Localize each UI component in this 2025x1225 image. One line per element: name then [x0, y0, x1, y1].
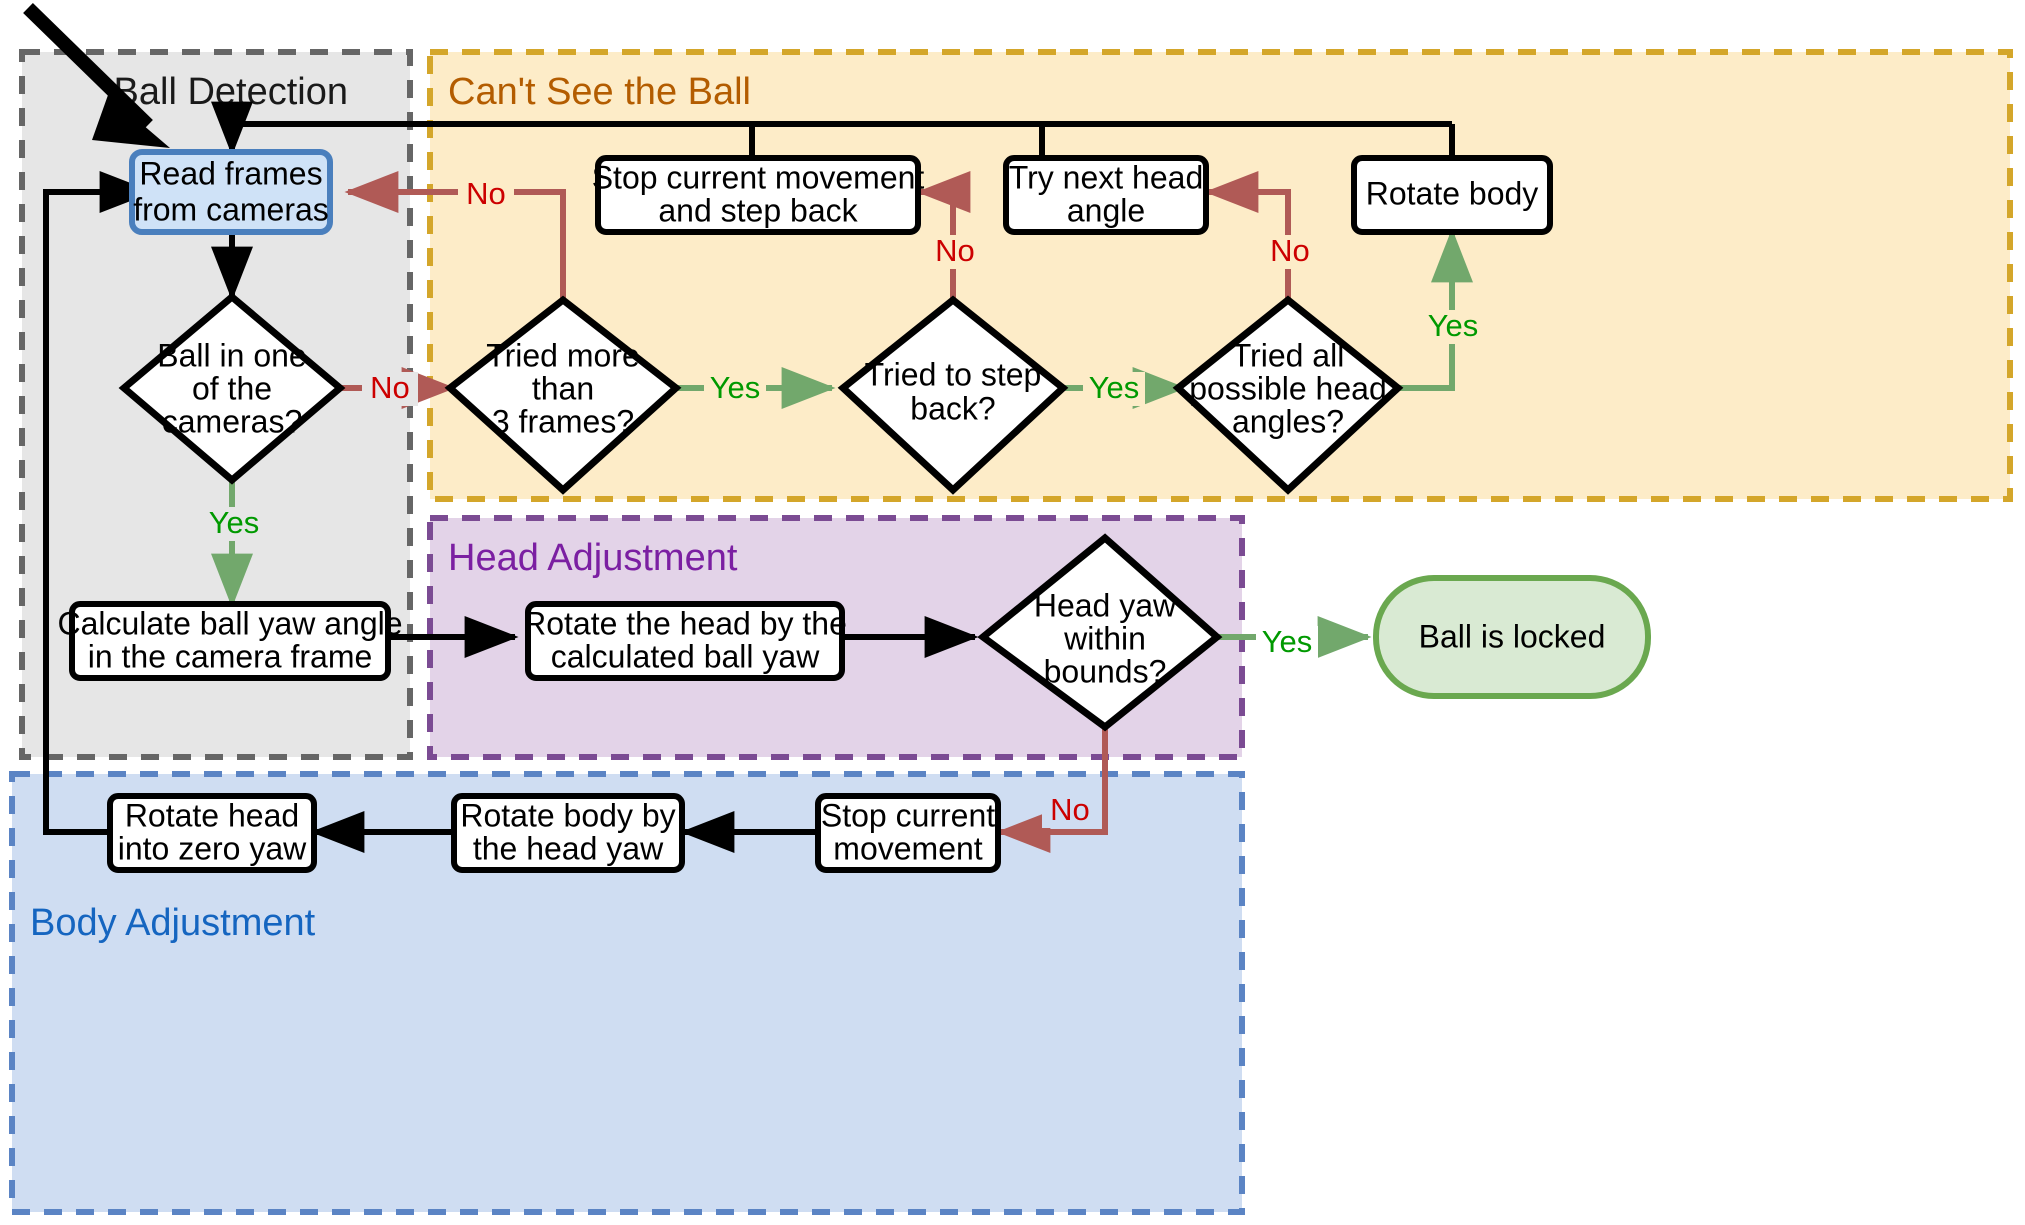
group-label-body-adjustment: Body Adjustment — [30, 902, 316, 944]
node-zero-yaw-line-2: into zero yaw — [118, 830, 307, 866]
edge-label-3frames-yes: Yes — [710, 370, 761, 405]
node-step-back-line-2: back? — [910, 390, 995, 426]
node-try-next-head-line-2: angle — [1067, 192, 1145, 228]
node-bounds-line-3: bounds? — [1044, 653, 1167, 689]
node-rotate-body-line-1: Rotate body — [1366, 175, 1539, 211]
node-stop-current-movement[interactable]: Stop current movement — [815, 793, 1001, 873]
node-read-frames[interactable]: Read frames from cameras — [129, 149, 333, 235]
edge-label-step-back-no: No — [935, 233, 975, 268]
node-ball-is-locked[interactable]: Ball is locked — [1373, 575, 1651, 699]
entry-arrow-head — [92, 95, 170, 148]
node-bounds-line-1: Head yaw — [1034, 587, 1177, 623]
group-label-ball-detection: Ball Detection — [114, 71, 348, 113]
node-stop-move-line-2: movement — [833, 830, 983, 866]
node-try-next-head-angle[interactable]: Try next head angle — [1003, 155, 1209, 235]
node-head-angles-line-1: Tried all — [1232, 337, 1345, 373]
node-ball-in-cameras-line-3: cameras? — [162, 403, 303, 439]
node-rotate-body[interactable]: Rotate body — [1351, 155, 1553, 235]
edge-head-angles-yes — [1398, 228, 1473, 391]
edge-label-step-back-yes: Yes — [1089, 370, 1140, 405]
edge-label-head-angles-yes: Yes — [1428, 308, 1479, 343]
edge-label-ball-in-cameras-yes: Yes — [209, 505, 260, 540]
node-stop-current-movement-and-step-back[interactable]: Stop current movement and step back — [592, 155, 925, 235]
node-calc-yaw-line-1: Calculate ball yaw angle — [57, 605, 402, 641]
group-label-cant-see-the-ball: Can't See the Ball — [448, 71, 751, 113]
node-stop-move-line-1: Stop current — [821, 797, 995, 833]
node-bounds-line-2: within — [1063, 620, 1146, 656]
node-rotate-body-yaw-line-2: the head yaw — [473, 830, 664, 866]
node-head-angles-line-2: possible head — [1189, 370, 1386, 406]
group-label-head-adjustment: Head Adjustment — [448, 537, 738, 579]
edge-bounds-no — [996, 727, 1108, 853]
edge-label-ball-in-cameras-no: No — [370, 370, 410, 405]
node-rotate-head-by-ball-yaw[interactable]: Rotate the head by the calculated ball y… — [523, 601, 847, 681]
node-tried-to-step-back[interactable]: Tried to step back? — [837, 295, 1069, 495]
node-3frames-line-2: than — [532, 370, 594, 406]
edge-3frames-no — [344, 171, 566, 300]
node-calc-yaw-line-2: in the camera frame — [88, 638, 373, 674]
node-stop-step-back-line-1: Stop current movement — [592, 159, 925, 195]
edge-zero-yaw-to-read-frames — [43, 171, 154, 835]
node-zero-yaw-line-1: Rotate head — [125, 797, 299, 833]
entry-arrow — [23, 2, 153, 131]
node-try-next-head-line-1: Try next head — [1009, 159, 1203, 195]
edge-labels: No Yes No Yes No Yes No Yes Yes No — [204, 176, 1484, 828]
node-ball-in-cameras[interactable]: Ball in one of the cameras? — [118, 292, 346, 485]
node-calculate-ball-yaw[interactable]: Calculate ball yaw angle in the camera f… — [57, 601, 403, 681]
node-head-yaw-within-bounds[interactable]: Head yaw within bounds? — [977, 533, 1223, 732]
node-3frames-line-1: Tried more — [486, 337, 640, 373]
node-head-angles-line-3: angles? — [1232, 403, 1344, 439]
node-rotate-body-yaw-line-1: Rotate body by — [460, 797, 675, 833]
edge-label-bounds-yes: Yes — [1262, 624, 1313, 659]
node-stop-step-back-line-2: and step back — [658, 192, 858, 228]
node-ball-in-cameras-line-1: Ball in one — [157, 337, 306, 373]
edge-label-bounds-no: No — [1050, 792, 1090, 827]
edge-label-head-angles-no: No — [1270, 233, 1310, 268]
node-ball-is-locked-line-1: Ball is locked — [1419, 618, 1606, 654]
node-rotate-body-by-head-yaw[interactable]: Rotate body by the head yaw — [451, 793, 685, 873]
node-rotate-head-line-2: calculated ball yaw — [551, 638, 820, 674]
node-3frames-line-3: 3 frames? — [492, 403, 634, 439]
node-tried-all-head-angles[interactable]: Tried all possible head angles? — [1172, 295, 1404, 495]
node-tried-more-than-3-frames[interactable]: Tried more than 3 frames? — [444, 295, 682, 495]
group-cant-see-the-ball: Can't See the Ball — [427, 49, 2013, 502]
node-read-frames-line-1: Read frames — [139, 155, 322, 191]
node-read-frames-line-2: from cameras — [133, 191, 329, 227]
node-step-back-line-1: Tried to step — [865, 356, 1042, 392]
node-rotate-head-line-1: Rotate the head by the — [523, 605, 847, 641]
node-rotate-head-into-zero-yaw[interactable]: Rotate head into zero yaw — [107, 793, 317, 873]
node-ball-in-cameras-line-2: of the — [192, 370, 272, 406]
edge-label-3frames-no: No — [466, 176, 506, 211]
